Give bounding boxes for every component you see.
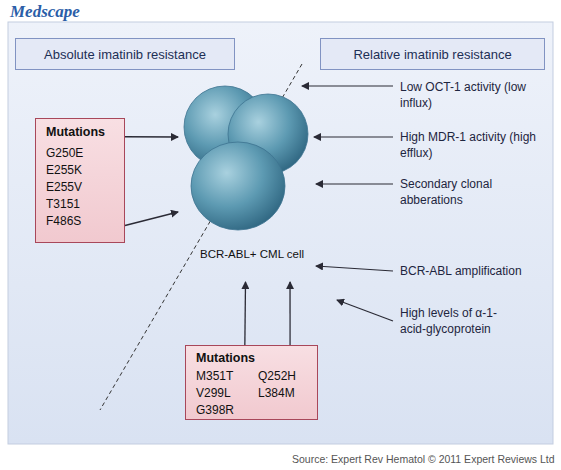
- box-label: BCR-ABL+ CML cell: [200, 248, 304, 260]
- mutation-list: M351T V299L G398R: [196, 368, 244, 419]
- factor-label: Secondary clonal abberations: [400, 176, 510, 208]
- background-panel: [8, 22, 553, 444]
- factor-label: Low OCT-1 activity (low influx): [400, 79, 540, 111]
- connector-arrow: [244, 282, 246, 345]
- factor-label: High levels of α-1-acid-glycoprotein: [400, 305, 518, 337]
- mutation-list: G250E E255K E255V T3151 F486S: [46, 145, 94, 230]
- mutation-box: MutationsM351T V299L G398R Q252H L384M: [185, 345, 318, 420]
- category-box: Absolute imatinib resistance: [15, 38, 235, 70]
- box-label: Relative imatinib resistance: [353, 47, 511, 62]
- connector-arrow: [125, 136, 178, 138]
- source-note: Source: Expert Rev Hematol © 2011 Expert…: [292, 451, 557, 467]
- factor-label: BCR-ABL amplification: [400, 263, 560, 279]
- mutation-list: Q252H L384M: [258, 368, 306, 402]
- leader-arrows: [302, 86, 393, 321]
- factor-label: High MDR-1 activity (high efflux): [400, 129, 550, 161]
- box-heading: Mutations: [46, 125, 105, 139]
- box-label: Absolute imatinib resistance: [44, 47, 206, 62]
- connector-arrow: [289, 282, 290, 345]
- logo-text: Medscape: [10, 2, 210, 22]
- box-heading: Mutations: [196, 351, 255, 365]
- mutation-box: MutationsG250E E255K E255V T3151 F486S: [35, 118, 125, 243]
- cell-illustration: BCR-ABL+ CML cell: [178, 82, 313, 282]
- category-box: Relative imatinib resistance: [320, 38, 545, 70]
- connector-arrow: [125, 212, 178, 226]
